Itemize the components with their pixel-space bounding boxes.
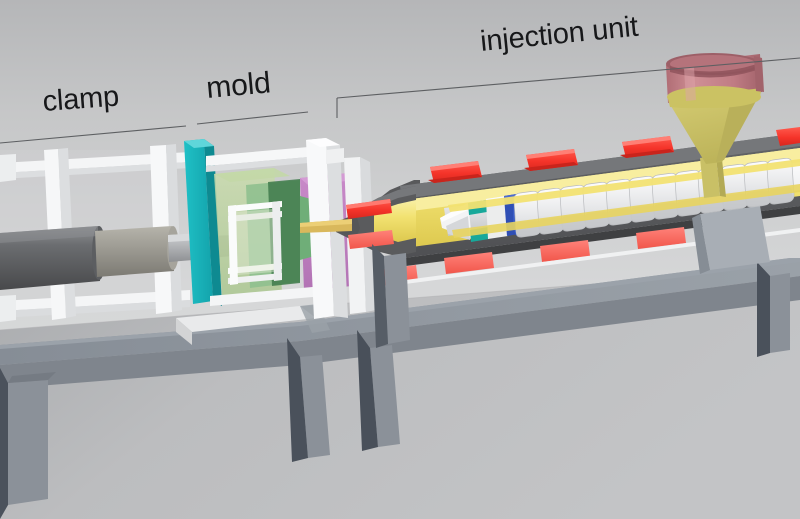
clamp-cylinder-sleeve [95,226,179,277]
injection-unit [300,53,800,348]
leader-line-injection [336,57,800,99]
barrel-support-right [700,206,770,270]
moving-platen [184,139,222,306]
ejector-frame [228,201,282,285]
barrel-support-left [384,253,410,344]
label-clamp: clamp [41,80,121,119]
clamp-hydraulic-cylinder [0,226,106,290]
hopper [666,53,764,198]
leader-line-mold [196,111,309,125]
clamp-unit [0,144,233,322]
label-mold: mold [204,66,272,106]
leader-lines [0,57,800,144]
mold-half-moving [214,168,330,298]
leader-line-clamp [0,125,187,144]
